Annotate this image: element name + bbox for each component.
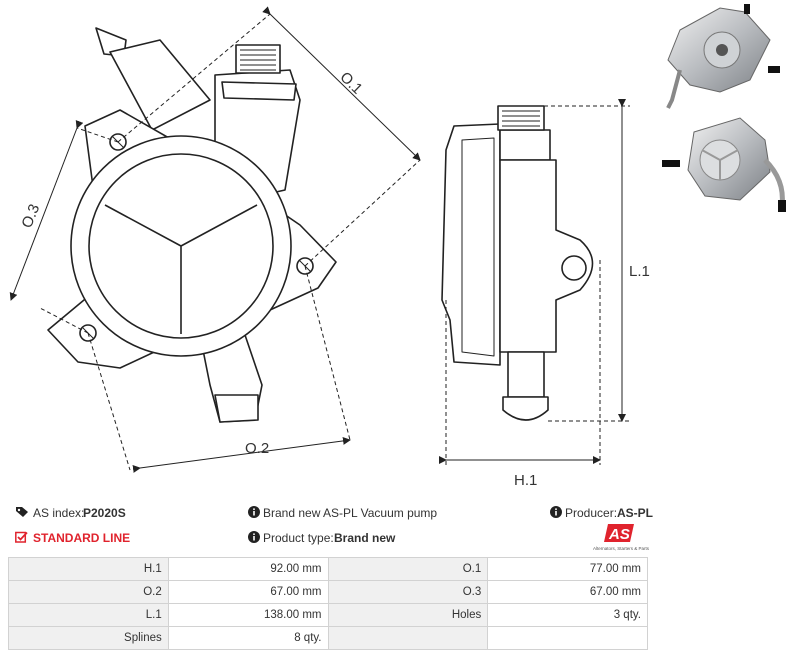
as-index-label: AS index: bbox=[33, 506, 85, 520]
standard-line-label: STANDARD LINE bbox=[33, 531, 131, 545]
info-row-1: AS index: P2020S Brand new AS-PL Vacuum … bbox=[0, 506, 800, 528]
table-row: L.1 138.00 mm Holes 3 qty. bbox=[8, 603, 648, 627]
dim-label-h1: H.1 bbox=[514, 472, 537, 489]
producer-label: Producer: bbox=[565, 506, 618, 520]
product-type-label: Product type: bbox=[263, 531, 334, 545]
info-row-2: STANDARD LINE Product type: Brand new bbox=[0, 531, 800, 553]
product-description: Brand new AS-PL Vacuum pump bbox=[263, 506, 438, 520]
side-dimensions bbox=[439, 99, 630, 465]
table-row: O.2 67.00 mm O.3 67.00 mm bbox=[8, 580, 648, 604]
product-photo-bottom bbox=[662, 117, 786, 212]
spec-label: Splines bbox=[8, 626, 169, 650]
spec-label: Holes bbox=[327, 603, 489, 627]
producer-value: AS-PL bbox=[617, 506, 653, 520]
logo-text: AS bbox=[608, 526, 630, 543]
front-dimensions bbox=[9, 6, 421, 473]
spec-label: L.1 bbox=[8, 603, 169, 627]
spec-value: 77.00 mm bbox=[487, 557, 648, 581]
product-type-value: Brand new bbox=[334, 531, 396, 545]
dim-label-l1: L.1 bbox=[629, 263, 650, 280]
as-pl-logo: AS Alternators, Starters & Parts bbox=[586, 522, 656, 552]
spec-label: O.1 bbox=[327, 557, 489, 581]
table-row: H.1 92.00 mm O.1 77.00 mm bbox=[8, 557, 648, 581]
specs-table: H.1 92.00 mm O.1 77.00 mm O.2 67.00 mm O… bbox=[8, 557, 648, 650]
spec-value bbox=[487, 626, 648, 650]
product-photo-top bbox=[666, 4, 780, 109]
spec-value: 3 qty. bbox=[487, 603, 648, 627]
info-circle-icon bbox=[248, 531, 260, 546]
spec-label: O.2 bbox=[8, 580, 169, 604]
spec-label: O.3 bbox=[327, 580, 489, 604]
spec-label: H.1 bbox=[8, 557, 169, 581]
technical-drawing: O.1 O.3 O.2 L.1 H.1 bbox=[9, 4, 786, 489]
side-view bbox=[441, 105, 594, 421]
tag-icon bbox=[15, 506, 29, 521]
info-circle-icon bbox=[550, 506, 562, 521]
spec-value: 67.00 mm bbox=[487, 580, 648, 604]
front-view bbox=[47, 27, 337, 423]
table-row: Splines 8 qty. bbox=[8, 626, 648, 650]
check-square-icon bbox=[15, 531, 28, 546]
dim-label-o1: O.1 bbox=[336, 69, 365, 98]
info-circle-icon bbox=[248, 506, 260, 521]
as-index-value: P2020S bbox=[83, 506, 126, 520]
spec-value: 138.00 mm bbox=[167, 603, 329, 627]
spec-value: 8 qty. bbox=[167, 626, 329, 650]
spec-value: 92.00 mm bbox=[167, 557, 329, 581]
dim-label-o2: O.2 bbox=[245, 440, 269, 457]
spec-value: 67.00 mm bbox=[167, 580, 329, 604]
logo-tagline: Alternators, Starters & Parts bbox=[593, 546, 650, 551]
spec-label bbox=[327, 626, 489, 650]
